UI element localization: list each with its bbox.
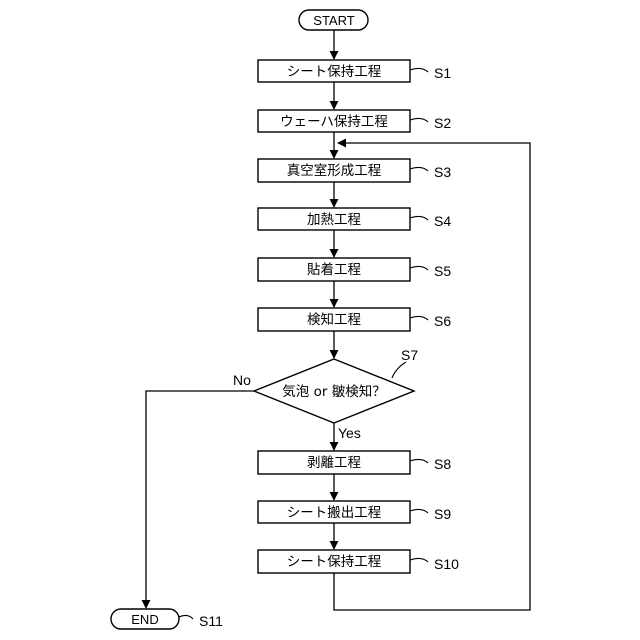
end-label: END xyxy=(131,612,158,627)
step-tag-leader-s2 xyxy=(410,118,428,122)
step-tag-leader-s10 xyxy=(410,558,428,562)
step-label-s9: シート搬出工程 xyxy=(287,505,382,521)
step-tag-s5: S5 xyxy=(434,263,451,279)
step-tag-leader-s5 xyxy=(410,266,428,270)
end-tag-leader xyxy=(179,615,193,619)
arrow-s7-end-no xyxy=(146,391,254,608)
step-tag-leader-s9 xyxy=(410,509,428,513)
step-tag-s8: S8 xyxy=(434,456,451,472)
decision-yes-label: Yes xyxy=(338,425,361,441)
end-tag: S11 xyxy=(199,613,223,629)
step-tag-leader-s6 xyxy=(410,316,428,320)
step-tag-leader-s3 xyxy=(410,167,428,171)
step-label-s5: 貼着工程 xyxy=(307,261,361,278)
step-tag-s1: S1 xyxy=(434,65,451,81)
step-label-s2: ウェーハ保持工程 xyxy=(280,114,388,130)
decision-tag-leader xyxy=(392,362,406,378)
step-tag-s10: S10 xyxy=(434,556,459,572)
start-label: START xyxy=(313,13,354,28)
step-tag-s2: S2 xyxy=(434,115,451,131)
decision-label: 気泡 or 皺検知？ xyxy=(282,383,385,400)
step-tag-s9: S9 xyxy=(434,506,451,522)
step-tag-leader-s1 xyxy=(410,68,428,72)
step-tag-leader-s8 xyxy=(410,459,428,463)
step-tag-s3: S3 xyxy=(434,164,451,180)
step-tag-leader-s4 xyxy=(410,216,428,220)
decision-no-label: No xyxy=(233,372,251,388)
step-tag-s4: S4 xyxy=(434,213,451,229)
step-tag-s6: S6 xyxy=(434,313,451,329)
step-label-s8: 剥離工程 xyxy=(307,455,361,471)
step-label-s6: 検知工程 xyxy=(307,311,361,328)
step-label-s1: シート保持工程 xyxy=(287,64,382,80)
decision-tag: S7 xyxy=(401,347,418,363)
step-label-s10: シート保持工程 xyxy=(287,554,382,570)
step-label-s4: 加熱工程 xyxy=(307,212,361,228)
step-label-s3: 真空室形成工程 xyxy=(287,162,382,179)
